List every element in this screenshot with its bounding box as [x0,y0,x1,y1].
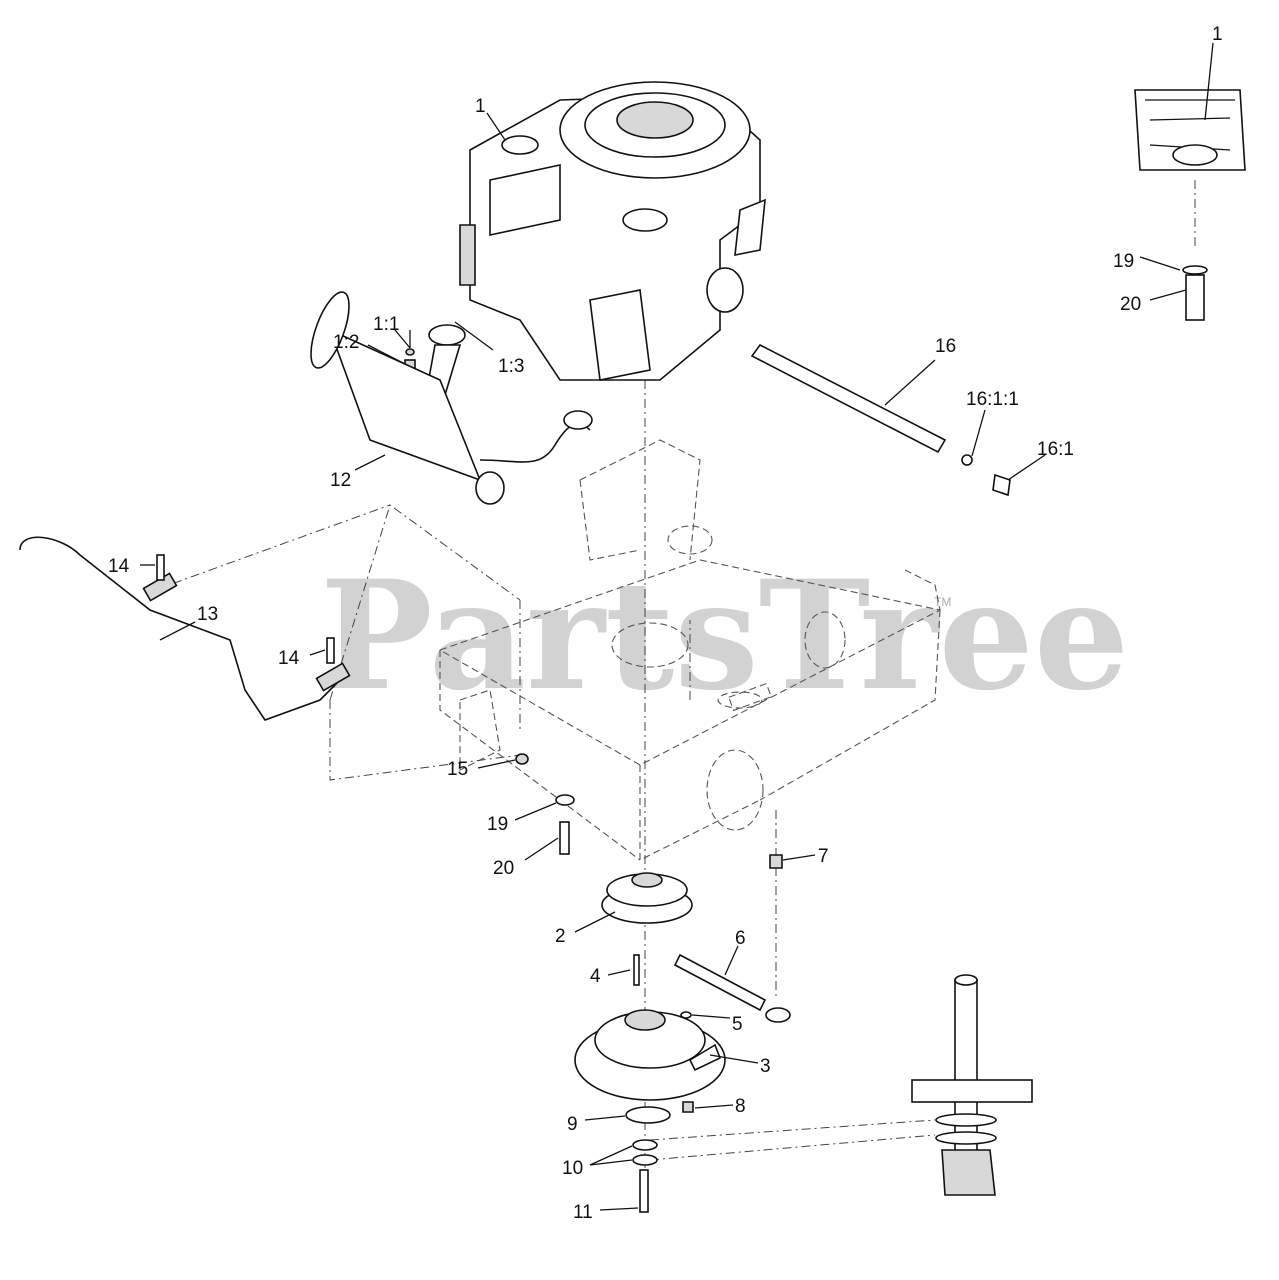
callout-bolt-11: 11 [573,1202,593,1223]
callout-nut-8: 8 [735,1096,746,1117]
washer-5 [680,1011,692,1019]
callout-nut-7: 7 [818,846,829,867]
callout-washer-9: 9 [567,1114,578,1135]
leader-lines [140,42,1214,1211]
inset-washer-19 [1182,265,1208,275]
callout-bolt-20: 20 [493,858,514,879]
pulley [601,872,693,924]
callout-drain-tube: 16 [935,336,956,357]
mower-frame [438,439,942,861]
muffler [310,291,593,505]
nut-8 [682,1101,694,1113]
bolt-20 [559,821,570,855]
callout-rod: 6 [735,928,746,949]
assembly-lines [154,180,1196,1190]
callout-engine-inset: 1 [1212,24,1223,45]
callout-washer-5: 5 [732,1014,743,1035]
bolt-11 [639,1169,649,1213]
callout-guard: 13 [197,604,218,625]
callout-1-3: 1:3 [498,356,524,377]
inset-bolt-20 [1185,274,1205,321]
callout-muffler: 12 [330,470,351,491]
spindle-detail [911,974,1033,1196]
callout-bolt-20-inset: 20 [1120,294,1141,315]
callout-drain-cap: 16:1 [1037,439,1074,460]
watermark-trademark: TM [934,595,951,609]
nut-7 [769,854,783,869]
callout-drain-oring: 16:1:1 [966,389,1019,410]
callout-1-1: 1:1 [373,314,399,335]
watermark-text: PartsTree [320,548,1129,724]
engine [459,81,766,381]
bolt-14b [326,637,335,664]
washer-10-lower [632,1154,658,1166]
callout-labels: 1 1 1:1 1:2 1:3 2 3 4 5 6 7 8 9 10 11 12… [108,24,1223,1223]
bolt-14a [156,554,165,581]
oil-drain-tube [750,343,1011,497]
hardware [156,554,783,1213]
callout-bolt-14a: 14 [108,556,130,577]
electric-clutch [574,1009,726,1101]
inset-detail [1134,89,1246,321]
callout-clutch: 3 [760,1056,771,1077]
washer-10-upper [632,1139,658,1151]
callout-key: 4 [590,966,601,987]
callout-washer-19-inset: 19 [1113,251,1134,272]
callout-washer-19: 19 [487,814,508,835]
callout-nut-15: 15 [447,759,468,780]
front-guard [19,536,351,721]
callout-washers-10: 10 [562,1158,583,1179]
tie-rod [673,953,791,1023]
nut-15 [515,753,529,765]
washer-9 [625,1106,671,1124]
callout-engine: 1 [475,96,486,117]
callout-1-2: 1:2 [333,332,359,353]
key [633,954,640,986]
callout-pulley: 2 [555,926,566,947]
washer-19 [555,794,575,806]
callout-bolt-14b: 14 [278,648,300,669]
